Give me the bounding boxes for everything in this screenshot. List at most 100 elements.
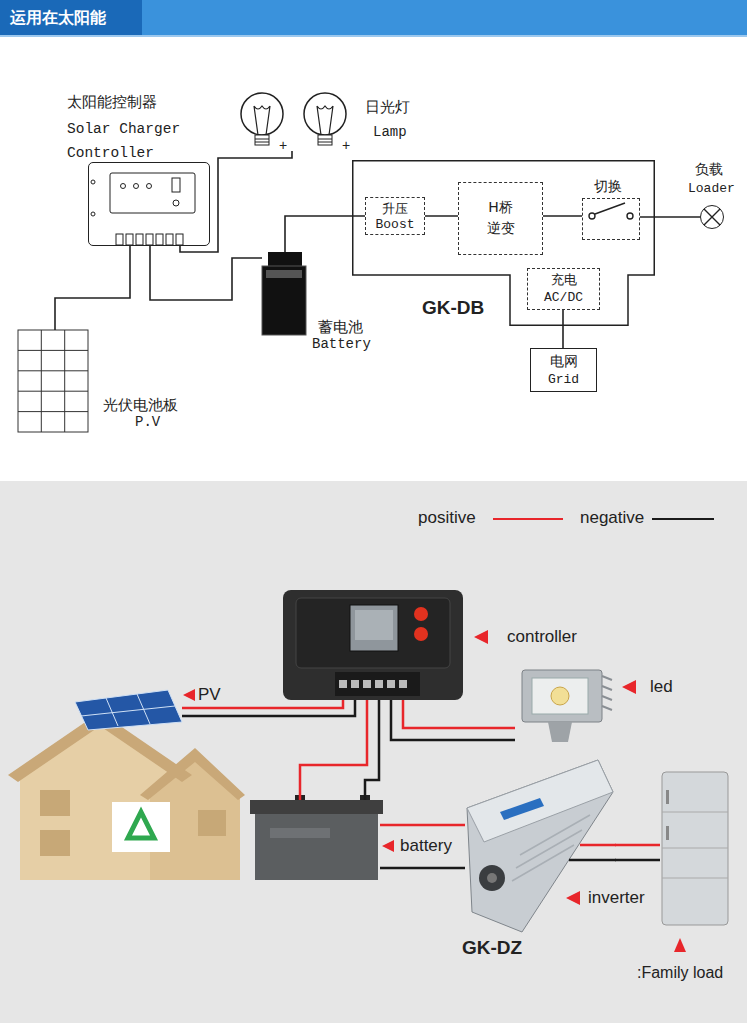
battery-symbol: 蓄电池Battery (262, 252, 306, 335)
led-floodlight (532, 678, 588, 714)
label-text: 升压 (366, 201, 424, 217)
charge-controller-device (283, 590, 463, 700)
wire-connector (180, 158, 238, 252)
label-text: 太阳能控制器 (67, 93, 157, 111)
label-text: Lamp (373, 124, 407, 141)
wire-line (365, 700, 379, 800)
wire-connector (425, 216, 458, 217)
led-floodlight (602, 676, 612, 710)
controller-details (126, 234, 133, 245)
callout-arrow (622, 680, 636, 694)
battery-device: battery (255, 800, 380, 880)
wire-line (380, 867, 465, 870)
callout-arrow (474, 630, 488, 644)
led-floodlight (522, 670, 612, 742)
wire-line (562, 310, 564, 348)
controller-details (91, 180, 95, 184)
legend-swatch (493, 518, 563, 520)
label-text: PV (198, 685, 221, 705)
pv-panel-grid (18, 330, 88, 432)
lamp-bulbs (241, 93, 283, 135)
controller-details (147, 184, 152, 189)
wire-line (543, 215, 582, 217)
pv-array: PV (75, 690, 182, 730)
charge-controller-device (283, 590, 463, 700)
boost-box: 升压Boost (365, 197, 425, 235)
controller-details (134, 184, 139, 189)
controller-details (110, 173, 195, 213)
switch-box: 切换 (582, 198, 640, 240)
battery-symbol (266, 270, 302, 278)
charge-controller-device (399, 680, 407, 688)
label-text: AC/DC (528, 290, 599, 306)
controller-details (146, 234, 153, 245)
inverter-device (487, 873, 497, 883)
wire-line (615, 844, 660, 847)
lamp-bulbs (238, 93, 346, 158)
battery-device (250, 800, 383, 814)
controller-details (172, 178, 180, 192)
lamp-bulbs (255, 139, 269, 142)
controller-details (173, 200, 179, 206)
wire-line (403, 700, 515, 728)
label-text: 日光灯 (365, 98, 410, 116)
wire-stub (580, 844, 616, 847)
callout-arrow (382, 840, 394, 852)
battery-device (255, 814, 378, 880)
label-text: controller (507, 627, 577, 647)
header-bar (0, 35, 747, 37)
controller-details (166, 234, 173, 245)
callout-arrow (183, 630, 686, 952)
wire-line (150, 246, 262, 300)
lamp-bulbs (255, 135, 269, 145)
solar-panel (75, 690, 182, 730)
label-text: Grid (531, 372, 596, 388)
controller-details (91, 212, 95, 216)
charge-controller-device (387, 680, 395, 688)
callout-arrow (674, 938, 686, 952)
wire-connector (640, 217, 700, 218)
wire-stub (569, 845, 616, 860)
wire-connector (55, 246, 130, 330)
label-text: 逆变 (459, 220, 542, 237)
solar-panel (75, 690, 182, 730)
grid-box: 电网 Grid (530, 348, 597, 392)
wire-connector (380, 825, 465, 868)
led-floodlight (548, 722, 572, 742)
label-text: + (342, 137, 350, 154)
charger-box: 充电 AC/DC (527, 268, 600, 310)
led-floodlight (522, 670, 602, 722)
charge-controller-device (414, 627, 428, 641)
unit-outline (353, 161, 655, 326)
charge-controller-device (414, 607, 428, 621)
wire-line (380, 824, 465, 827)
led-light: led (515, 665, 615, 745)
battery-device (250, 795, 383, 880)
header-bar (0, 0, 142, 35)
battery-symbol (262, 266, 306, 335)
label-text: 负载 (695, 161, 723, 178)
led-floodlight (551, 687, 569, 705)
lamp-bulbs (318, 139, 332, 142)
label-text: 切换 (594, 178, 622, 195)
label-text: 蓄电池 (318, 318, 363, 336)
load-cross (704, 209, 720, 225)
battery-symbol (262, 252, 306, 335)
load-cross (704, 209, 720, 225)
wire-connector (615, 845, 660, 860)
fridge (666, 790, 669, 804)
legend-swatch (652, 518, 714, 520)
wire-line (425, 215, 458, 217)
label-text: negative (580, 508, 644, 528)
label-text: 电网 (531, 353, 596, 370)
label-text: 充电 (528, 272, 599, 288)
wire-stub (569, 859, 616, 862)
wire-line (55, 246, 130, 330)
label-text: Boost (366, 217, 424, 233)
controller-details (136, 234, 143, 245)
house (40, 830, 70, 856)
lamp-group: 日光灯Lamp (238, 92, 350, 160)
label-text: positive (418, 508, 476, 528)
battery-device (270, 828, 330, 838)
label-text: GK-DB (422, 297, 484, 320)
